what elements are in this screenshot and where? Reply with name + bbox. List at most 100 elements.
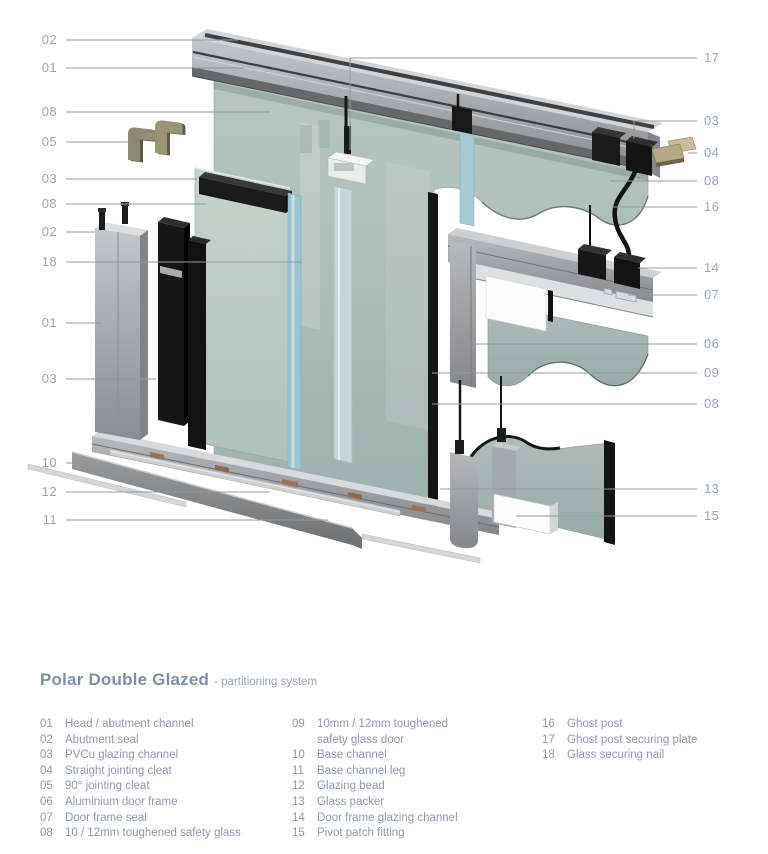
callout-label: 17 (704, 50, 719, 65)
legend-item: 13 Glass packer (292, 795, 542, 811)
channel-top (95, 222, 148, 236)
legend-item: 14 Door frame glazing channel (292, 811, 542, 827)
callout-label: 04 (704, 145, 719, 160)
legend-item-label: Ghost post (567, 718, 623, 730)
pivot-patch-side (550, 502, 558, 534)
thin-strip (361, 533, 481, 564)
glazing-block (578, 249, 606, 280)
legend-item-label: Ghost post securing plate (567, 733, 698, 746)
legend: Polar Double Glazed- partitioning system… (40, 670, 755, 842)
legend-item-number: 07 (40, 811, 53, 824)
base-channel-top (92, 431, 508, 519)
legend-item-number: 14 (292, 811, 305, 824)
front-pane-top-edge (194, 167, 291, 189)
legend-item-number: 10 (292, 749, 305, 762)
base-exploded-parts (27, 448, 481, 564)
pivot-patch-fitting (493, 493, 558, 535)
leader-line (349, 57, 697, 150)
pvcu-edge-channel (428, 192, 438, 508)
door-glass-tear-edge (527, 353, 649, 387)
legend-item-label: Head / abutment channel (65, 718, 194, 730)
base-channel-leg-top-edge (71, 451, 353, 529)
legend-item-label: Pivot patch fitting (317, 827, 405, 840)
legend-item-label: Straight jointing cleat (65, 764, 172, 777)
callout-label: 18 (42, 254, 57, 269)
glass-packer (348, 492, 362, 500)
callout-label: 01 (42, 315, 57, 330)
ghost-post-plate-panel (485, 275, 553, 332)
ghost-post-securing-plate (327, 96, 375, 185)
cleat (155, 120, 183, 155)
callout-label: 12 (42, 484, 57, 499)
abutment-seal-pin (99, 210, 105, 230)
callout-label: 03 (42, 171, 57, 186)
legend-item-label: 10 / 12mm toughened safety glass (65, 827, 241, 840)
callout-label: 16 (704, 199, 719, 214)
legend-item-label: Glass packer (317, 795, 385, 808)
legend-item: 03 PVCu glazing channel (40, 748, 292, 764)
legend-item-label: Abutment seal (65, 733, 139, 746)
door-side-fixings (452, 94, 475, 227)
product-name: Polar Double Glazed (40, 670, 210, 689)
legend-item-number: 03 (40, 749, 53, 762)
cleat-reflection (300, 125, 312, 153)
door-frame-leg-lower (450, 452, 478, 549)
glass-highlight (386, 162, 430, 430)
callout-label: 03 (704, 113, 719, 128)
callout-label: 08 (704, 173, 719, 188)
legend-item-number: 17 (542, 733, 555, 746)
callout-label: 10 (42, 455, 57, 470)
aluminium-channel-exploded (95, 202, 148, 440)
glazing-bead-highlight (109, 450, 401, 513)
callout-label: 02 (42, 224, 57, 239)
ghost-post (612, 163, 640, 265)
jointing-cleats-90 (128, 120, 186, 163)
door-frame-glazing-channel (578, 205, 646, 303)
abutment-seal-pin (122, 204, 128, 224)
door-frame-seal (615, 290, 637, 303)
legend-item-number: 04 (40, 764, 53, 777)
clamp-detail (334, 163, 354, 171)
callout-label: 08 (42, 104, 57, 119)
legend-item-label: 10mm / 12mm toughened safety glass door (317, 718, 449, 746)
legend-item-label: Base channel leg (317, 764, 406, 777)
legend-item-label: Door frame glazing channel (317, 811, 458, 824)
callout-label: 05 (42, 134, 57, 149)
head-channel-bottom-edge (191, 75, 649, 171)
callout-label: 01 (42, 60, 57, 75)
legend-item: 01 Head / abutment channel (40, 717, 292, 733)
glass-highlight (300, 122, 320, 330)
glass-packer (282, 479, 298, 488)
straight-cleat-shadow (656, 158, 684, 167)
bar-top (199, 172, 292, 196)
glazing-bead-strip (287, 192, 302, 471)
leader-line (633, 120, 697, 139)
callout-label: 06 (704, 336, 719, 351)
callout-label: 13 (704, 481, 719, 496)
cleat-reflection (318, 120, 330, 148)
head-channel-groove (192, 50, 648, 148)
nail (497, 428, 506, 442)
legend-item-number: 13 (292, 795, 305, 808)
cleat (128, 127, 156, 162)
nail (344, 126, 351, 154)
legend-item-number: 11 (292, 764, 304, 777)
glass-tear-edge (481, 195, 649, 226)
legend-item-label: PVCu glazing channel (65, 749, 179, 762)
leader-lines (66, 39, 697, 521)
pvcu-top (188, 236, 211, 244)
legend-item-number: 01 (40, 718, 53, 730)
abutment-seal-pin-cap (98, 208, 106, 212)
straight-jointing-cleats (651, 136, 697, 167)
pvcu-front (158, 222, 184, 426)
pvcu-channels (158, 217, 211, 450)
